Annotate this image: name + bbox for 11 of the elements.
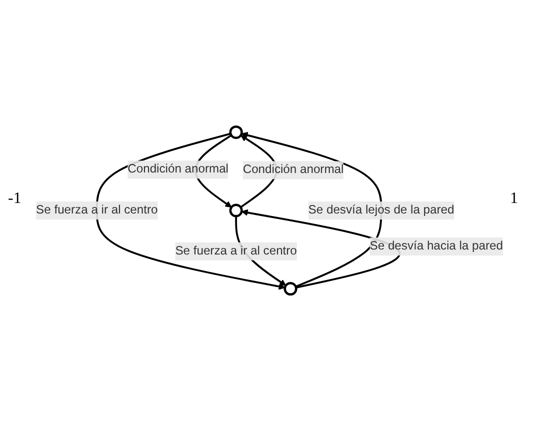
edge-label: Se fuerza a ir al centro xyxy=(36,204,158,217)
state-value-label: -1 xyxy=(8,190,22,208)
edge-label: Condición anormal xyxy=(128,162,228,176)
state-value-label: 1 xyxy=(510,190,518,208)
edge-label: Se fuerza a ir al centro xyxy=(175,244,297,258)
node-circle xyxy=(284,282,298,296)
edge-label: Condición anormal xyxy=(242,163,344,176)
node-circle xyxy=(229,204,243,218)
node-circle xyxy=(229,125,243,140)
edge-label: Se desvía lejos de la pared xyxy=(308,204,454,217)
edge-label: Se desvía hacia la pared xyxy=(370,240,503,253)
